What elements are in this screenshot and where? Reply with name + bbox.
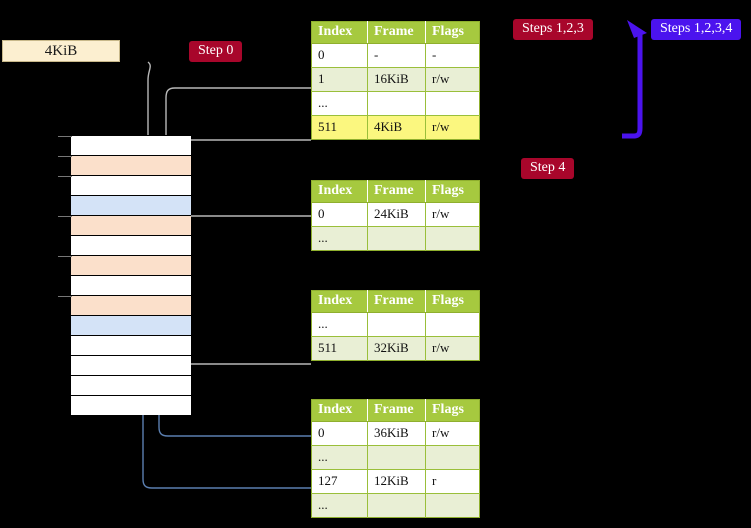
table-row[interactable]: 1 16KiB r/w [311,67,480,92]
column-header-frame: Frame [367,290,426,313]
cell-frame [367,493,426,518]
memory-frame [71,236,191,256]
cell-frame [367,445,426,470]
cell-flags [425,445,480,470]
table-row[interactable]: 127 12KiB r [311,469,480,494]
cell-flags [425,226,480,251]
memory-tick [58,256,72,257]
physical-memory-column [70,135,191,415]
cell-flags: r/w [425,67,480,92]
memory-frame [71,296,191,316]
memory-frame [71,176,191,196]
cell-frame [367,91,426,116]
page-table-level-4: Index Frame Flags 0 36KiB r/w ... 127 12… [311,399,480,518]
memory-frame [71,316,191,336]
badge-step-0: Step 0 [189,41,243,62]
size-label-4kib: 4KiB [2,40,120,62]
cell-flags: r/w [425,115,480,140]
cell-index: 0 [311,43,368,68]
cell-flags: r [425,469,480,494]
badge-steps-1234: Steps 1,2,3,4 [651,19,742,40]
table-header-row: Index Frame Flags [311,290,480,313]
column-header-frame: Frame [367,180,426,203]
memory-frame [71,396,191,415]
table-row[interactable]: ... [311,445,480,470]
cell-index: ... [311,445,368,470]
cell-index: 0 [311,421,368,446]
cell-frame: 4KiB [367,115,426,140]
table-row-highlighted[interactable]: 511 4KiB r/w [311,115,480,140]
cell-flags: r/w [425,421,480,446]
table-row[interactable]: 511 32KiB r/w [311,336,480,361]
page-table-level-3: Index Frame Flags ... 511 32KiB r/w [311,290,480,361]
page-table-level-2: Index Frame Flags 0 24KiB r/w ... [311,180,480,251]
cell-flags: - [425,43,480,68]
cell-index: ... [311,226,368,251]
table-row[interactable]: ... [311,226,480,251]
table-header-row: Index Frame Flags [311,21,480,44]
cell-flags: r/w [425,202,480,227]
column-header-index: Index [311,21,368,44]
column-header-flags: Flags [425,21,480,44]
cell-frame: 12KiB [367,469,426,494]
cell-frame [367,312,426,337]
cell-frame: 36KiB [367,421,426,446]
column-header-index: Index [311,399,368,422]
column-header-index: Index [311,180,368,203]
badge-steps-123: Steps 1,2,3 [513,19,593,40]
cell-frame [367,226,426,251]
cell-flags [425,493,480,518]
memory-frame [71,336,191,356]
cell-index: 511 [311,336,368,361]
cell-flags [425,91,480,116]
memory-tick [58,136,72,137]
cell-frame: - [367,43,426,68]
memory-frame [71,356,191,376]
badge-step-4: Step 4 [521,158,575,179]
column-header-frame: Frame [367,399,426,422]
table-header-row: Index Frame Flags [311,180,480,203]
page-table-level-1: Index Frame Flags 0 - - 1 16KiB r/w ... [311,21,480,140]
memory-tick [58,156,72,157]
cell-frame: 24KiB [367,202,426,227]
memory-frame [71,196,191,216]
table-row[interactable]: ... [311,312,480,337]
memory-frame [71,156,191,176]
cell-frame: 16KiB [367,67,426,92]
table-row[interactable]: 0 - - [311,43,480,68]
memory-tick [58,216,72,217]
memory-frame [71,256,191,276]
memory-frame [71,136,191,156]
memory-tick [58,296,72,297]
column-header-frame: Frame [367,21,426,44]
cell-index: ... [311,312,368,337]
arrowhead-steps [627,20,647,38]
cell-index: ... [311,493,368,518]
cell-index: 127 [311,469,368,494]
memory-frame [71,376,191,396]
table-row[interactable]: 0 24KiB r/w [311,202,480,227]
cell-index: 1 [311,67,368,92]
column-header-flags: Flags [425,180,480,203]
memory-frame [71,276,191,296]
table-row[interactable]: ... [311,91,480,116]
table-header-row: Index Frame Flags [311,399,480,422]
column-header-flags: Flags [425,290,480,313]
cell-index: ... [311,91,368,116]
cell-index: 511 [311,115,368,140]
table-row[interactable]: 0 36KiB r/w [311,421,480,446]
column-header-index: Index [311,290,368,313]
cell-frame: 32KiB [367,336,426,361]
cell-flags [425,312,480,337]
column-header-flags: Flags [425,399,480,422]
cell-index: 0 [311,202,368,227]
memory-tick [58,176,72,177]
memory-frame [71,216,191,236]
cell-flags: r/w [425,336,480,361]
table-row[interactable]: ... [311,493,480,518]
